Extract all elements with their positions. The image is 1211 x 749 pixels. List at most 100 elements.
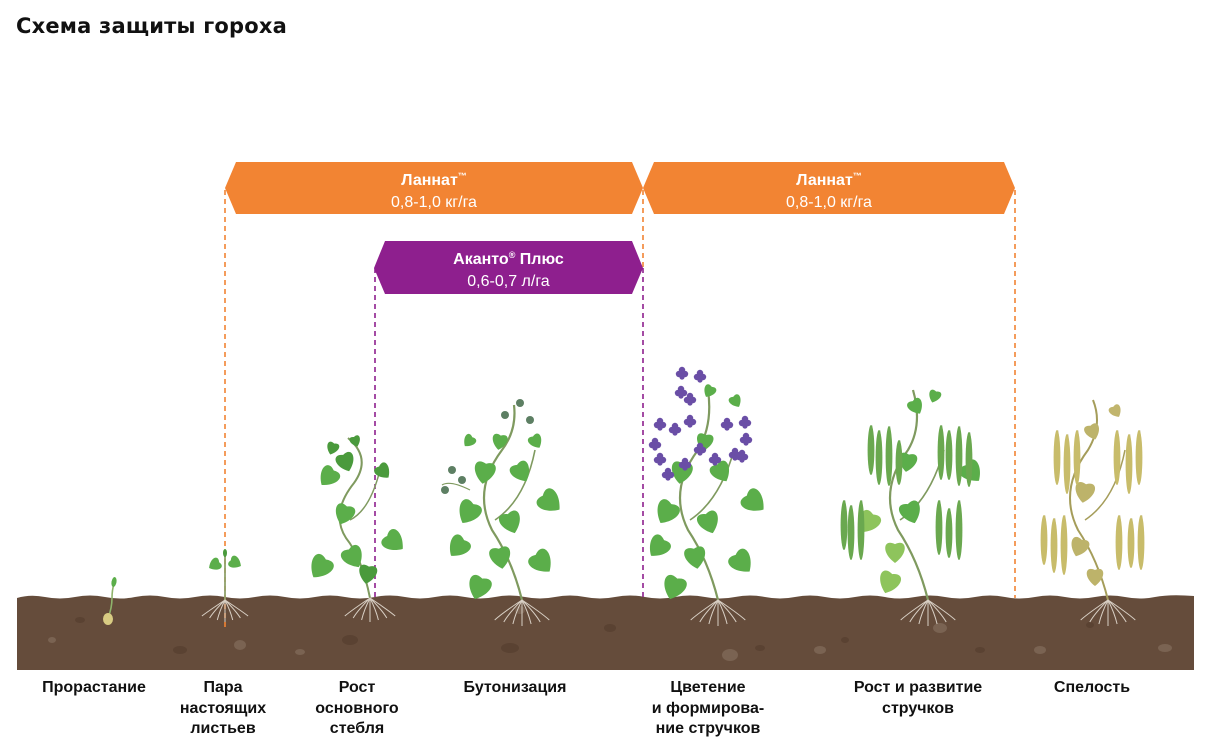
pod: [1137, 515, 1145, 570]
registered-mark: ®: [508, 250, 516, 260]
leaf: [740, 488, 764, 511]
flower: [653, 452, 667, 466]
leaf: [320, 465, 341, 485]
stage-label-germination: Прорастание: [42, 679, 146, 696]
soil-stone: [48, 637, 56, 643]
leaf: [1071, 536, 1090, 557]
bud: [516, 399, 524, 407]
pod: [945, 430, 953, 480]
ripe-pods-pea-plant-icon: [1040, 399, 1145, 626]
product-name: Аканто: [453, 251, 509, 268]
young-pea-plant-icon: [311, 435, 403, 622]
leaf: [349, 435, 360, 447]
pod: [1073, 430, 1081, 485]
leaf: [492, 433, 508, 450]
flower: [693, 369, 707, 383]
leaf: [527, 433, 542, 448]
stem: [689, 449, 735, 521]
stage-label-budding: Бутонизация: [463, 679, 567, 696]
leaf: [664, 574, 687, 600]
bud: [441, 486, 449, 494]
treatment-bar-acanto: [374, 241, 643, 294]
stage-label-stem-growth: Рост основного стебля: [315, 679, 399, 737]
bud: [526, 416, 534, 424]
leaf: [335, 451, 354, 472]
flowering-pea-plant-icon: [648, 366, 764, 626]
flower: [668, 422, 682, 436]
pod: [955, 500, 963, 560]
pod: [965, 432, 973, 487]
leaf: [684, 546, 706, 569]
soil-stone: [234, 640, 246, 650]
stage-label-pod-growth: Рост и развитие стручков: [853, 679, 983, 717]
flower: [708, 452, 722, 466]
stem: [107, 583, 115, 619]
stem: [678, 389, 720, 601]
soil-stone: [501, 643, 519, 653]
stem: [1084, 449, 1126, 521]
bud: [448, 466, 456, 474]
leaf: [459, 499, 482, 523]
leaf: [464, 434, 477, 447]
product-name: Ланнат: [796, 172, 853, 189]
pod: [857, 500, 865, 560]
dose-rate: 0,8-1,0 кг/га: [786, 194, 872, 211]
roots: [900, 599, 956, 626]
flower: [648, 437, 662, 451]
flower: [675, 366, 689, 380]
pod: [840, 500, 848, 550]
leaf: [489, 546, 511, 569]
pod: [955, 426, 963, 486]
pod: [1127, 518, 1135, 568]
leaf: [340, 544, 362, 568]
stem: [441, 482, 471, 491]
flower: [735, 449, 749, 463]
roots: [690, 599, 746, 626]
flower: [661, 467, 675, 481]
leaf: [228, 555, 241, 568]
product-name-suffix: Плюс: [515, 251, 564, 268]
flower: [720, 417, 734, 431]
leaf: [381, 529, 403, 550]
dose-rate: 0,6-0,7 л/га: [467, 273, 550, 290]
pod: [1053, 430, 1061, 485]
flower: [683, 414, 697, 428]
pod: [1135, 430, 1143, 485]
leaf: [907, 397, 922, 414]
budding-pea-plant-icon: [441, 399, 560, 626]
pod: [885, 426, 893, 486]
treatment-bar-lannat-1: [225, 162, 643, 214]
pod: [1113, 430, 1121, 485]
leaf: [1108, 404, 1121, 417]
leaf: [1075, 482, 1096, 503]
seedling-two-leaves-icon: [201, 549, 249, 622]
pod: [1050, 518, 1058, 573]
flower: [693, 442, 707, 456]
pod: [945, 508, 953, 558]
leaf: [880, 570, 901, 594]
flower: [674, 385, 688, 399]
roots: [344, 597, 396, 622]
sprouting-seed-icon: [103, 577, 117, 625]
leaf: [704, 384, 717, 397]
soil-strip: [17, 595, 1194, 670]
pod: [1060, 515, 1068, 575]
leaf: [474, 461, 496, 484]
green-pods-pea-plant-icon: [840, 389, 980, 626]
treatment-label-lannat-2: Ланнат™ 0,8-1,0 кг/га: [654, 165, 1004, 214]
flower: [678, 457, 692, 471]
leaf: [860, 509, 882, 533]
pod: [937, 425, 945, 480]
pod: [875, 430, 883, 485]
stem: [349, 469, 381, 521]
pod: [847, 505, 855, 560]
soil-stone: [75, 617, 85, 623]
soil-stone: [841, 637, 849, 643]
leaf: [509, 460, 530, 482]
treatment-label-acanto: Аканто® Плюс 0,6-0,7 л/га: [385, 244, 632, 293]
stage-label-flowering: Цветение и формирова- ние стручков: [651, 679, 765, 737]
soil-stone: [975, 647, 985, 653]
leaf: [499, 510, 520, 534]
leaf: [111, 577, 117, 587]
stage-label-true-leaves: Пара настоящих листьев: [179, 679, 267, 737]
